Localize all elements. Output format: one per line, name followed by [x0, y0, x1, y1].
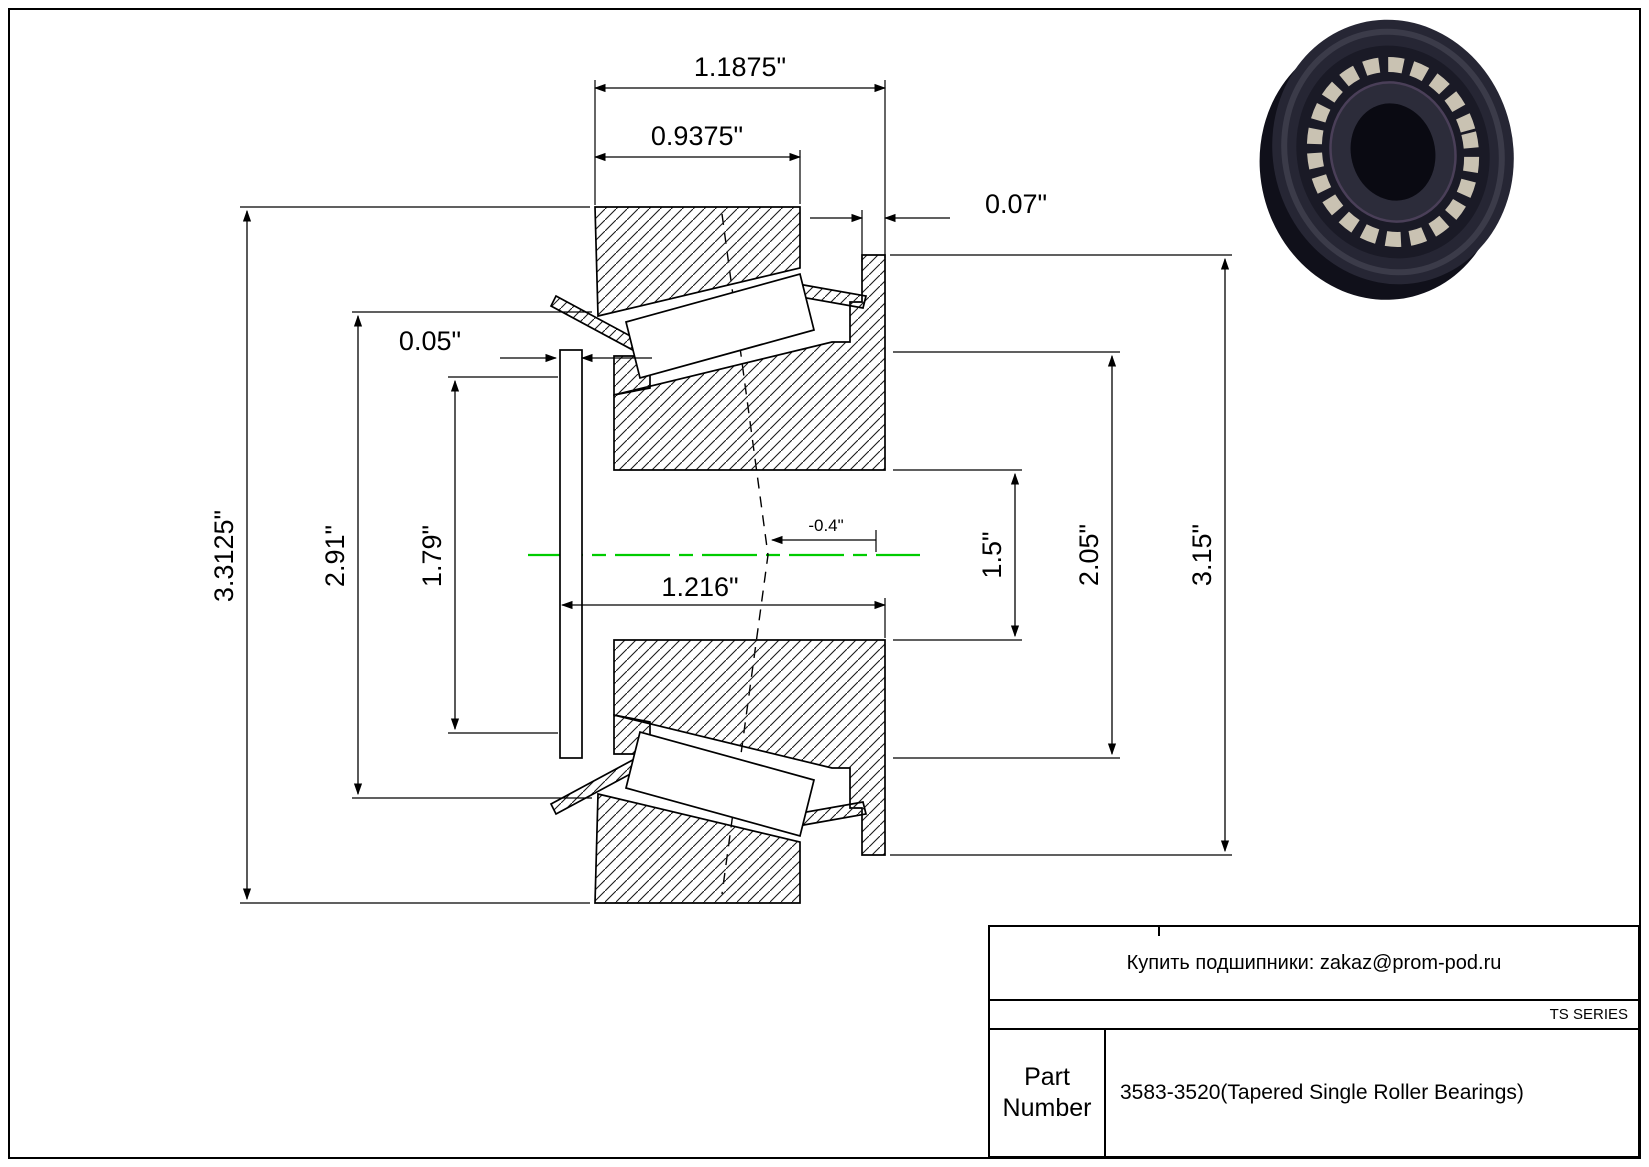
part-number-value: 3583-3520(Tapered Single Roller Bearings… [1120, 1081, 1524, 1104]
cone-bottom-section [613, 639, 886, 856]
dim-cup-width-label: 0.9375" [651, 121, 743, 151]
cup-bottom-section [594, 792, 801, 904]
dim-cone-front-od: 1.79" [417, 376, 558, 734]
contact-text: Купить подшипники: zakaz@prom-pod.ru [1126, 951, 1502, 974]
dim-bore: 1.5" [893, 469, 1022, 641]
front-spacer-section [559, 349, 583, 759]
bearing-3d-inner-rim [1329, 81, 1457, 223]
title-block-series-row: TS SERIES [990, 999, 1638, 1028]
dim-cup-back-od-label: 2.91" [320, 525, 350, 587]
bearing-3d-outer-rim [1281, 28, 1505, 276]
dim-cup-back-od: 2.91" [320, 311, 592, 799]
cone-top-section [613, 254, 886, 471]
dim-cone-width-label: 1.216" [661, 572, 738, 602]
page-border-frame [8, 8, 1641, 1159]
dim-cone-width: 1.216" [560, 572, 887, 638]
dim-back-standout-label: 0.07" [985, 189, 1047, 219]
title-block-part-row: Part Number 3583-3520(Tapered Single Rol… [990, 1028, 1638, 1156]
dim-cup-od: 3.15" [890, 254, 1232, 856]
dim-cup-od-label: 3.15" [1187, 524, 1217, 586]
title-block-contact-row: Купить подшипники: zakaz@prom-pod.ru [990, 927, 1638, 999]
dim-front-standout: 0.05" [399, 326, 652, 363]
tapered-roller-bottom [624, 730, 816, 838]
cup-top-section [594, 206, 801, 318]
dim-bore-label: 1.5" [977, 531, 1007, 578]
dim-front-standout-label: 0.05" [399, 326, 461, 356]
dim-shoulder-od-label: 2.05" [1074, 524, 1104, 586]
part-number-label: Part Number [990, 1030, 1106, 1156]
tapered-roller-top [624, 272, 816, 380]
bearing-3d-bore [1350, 103, 1436, 201]
dim-back-standout: 0.07" [810, 189, 1047, 262]
dim-housing-fit-od: 3.3125" [209, 206, 590, 904]
title-block-top-tick [1158, 925, 1160, 936]
dim-overall-width-label: 1.1875" [694, 52, 786, 82]
dim-housing-fit-od-label: 3.3125" [209, 510, 239, 602]
dim-shoulder-od: 2.05" [893, 351, 1120, 759]
dim-cup-width: 0.9375" [593, 121, 802, 204]
series-text: TS SERIES [1549, 1006, 1628, 1023]
bearing-3d-image [1259, 19, 1514, 300]
bearing-3d-rollers-cage [1306, 57, 1480, 247]
dim-cone-front-od-label: 1.79" [417, 525, 447, 587]
dim-overall-width: 1.1875" [593, 52, 887, 258]
title-block: Купить подшипники: zakaz@prom-pod.ru TS … [988, 925, 1640, 1158]
dim-effective-center: -0.4" [770, 516, 877, 552]
dim-effective-center-label: -0.4" [808, 516, 843, 535]
